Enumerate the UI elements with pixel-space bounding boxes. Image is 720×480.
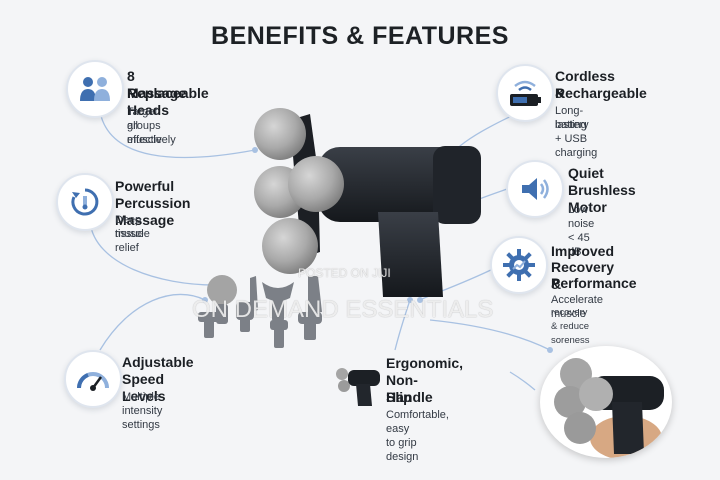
feature-desc: groups effectively bbox=[127, 120, 176, 146]
feature-title: Non-Slip bbox=[386, 372, 418, 405]
watermark-brand: ON DEMAND ESSENTIALS bbox=[192, 296, 494, 323]
speedometer-icon bbox=[64, 350, 122, 408]
gauge-refresh-icon bbox=[56, 173, 114, 231]
feature-desc: muscle relief bbox=[115, 228, 150, 254]
feature-title: Percussion Massage bbox=[115, 195, 191, 228]
feature-desc: Multiple intensity settings bbox=[122, 391, 163, 431]
massage-head-attachments bbox=[198, 275, 322, 348]
feature-title: Quiet bbox=[568, 165, 604, 181]
feature-desc: Long-lasting bbox=[555, 105, 587, 131]
feature-desc: Target all muscle bbox=[127, 106, 162, 146]
feature-desc: easy to grip design bbox=[386, 423, 419, 463]
feature-desc: Accelerate muscle bbox=[551, 294, 603, 320]
feature-desc: Low noise < 45 dB bbox=[568, 204, 595, 258]
feature-title: Performance bbox=[551, 275, 637, 291]
battery-wireless-icon bbox=[496, 64, 554, 122]
feature-title: Powerful bbox=[115, 178, 175, 194]
product-in-hand-photo bbox=[540, 346, 672, 458]
feature-title: Handle bbox=[386, 389, 433, 405]
gear-icon bbox=[490, 236, 548, 294]
feature-title: Rechargeable bbox=[555, 85, 647, 101]
watermark-posted: POSTED ON JIJI bbox=[298, 266, 391, 280]
ergonomic-handle-icon bbox=[336, 368, 380, 406]
feature-title: Ergonomic, bbox=[386, 355, 464, 371]
feature-title: Cordless & bbox=[555, 68, 615, 101]
feature-title: 8 Replaceable bbox=[127, 68, 209, 101]
feature-title: Speed Levels bbox=[122, 371, 166, 404]
feature-title: Brushless Motor bbox=[568, 182, 636, 215]
feature-desc: recovery & reduce soreness bbox=[551, 307, 590, 346]
feature-title: Adjustable bbox=[122, 354, 194, 370]
feature-title: Recovery & bbox=[551, 259, 615, 292]
page-title: BENEFITS & FEATURES bbox=[211, 22, 509, 50]
feature-title: Improved bbox=[551, 243, 615, 259]
group-people-icon bbox=[66, 60, 124, 118]
feature-desc: Comfortable, bbox=[386, 409, 449, 421]
massage-gun-image bbox=[254, 108, 481, 297]
feature-title: Massage Heads bbox=[127, 85, 187, 118]
speaker-icon bbox=[506, 160, 564, 218]
feature-desc: battery + USB charging bbox=[555, 119, 598, 159]
feature-desc: Deep tissue bbox=[115, 214, 144, 240]
